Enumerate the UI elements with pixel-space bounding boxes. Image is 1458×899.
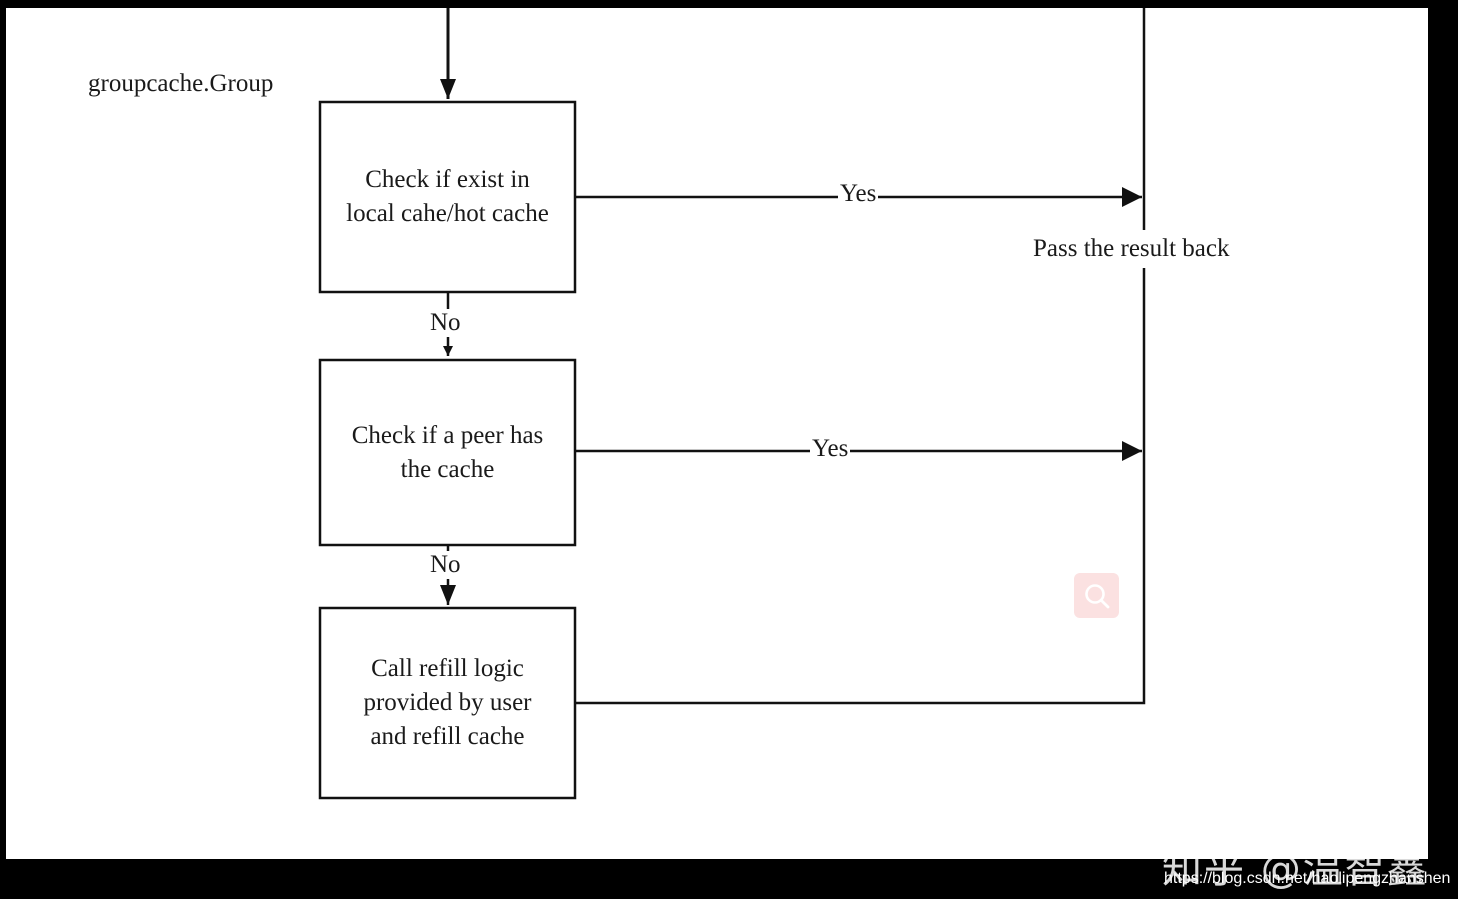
box-check-local-cache bbox=[318, 100, 577, 294]
box-1-line-2: local cahe/hot cache bbox=[346, 200, 549, 227]
edge-label-no-2: No bbox=[428, 551, 463, 579]
refill-return-line bbox=[575, 268, 1146, 705]
box-3-line-2: provided by user bbox=[363, 689, 532, 716]
watermark-chinese: 知乎 @温智鑫 bbox=[1162, 846, 1429, 892]
search-button[interactable] bbox=[1074, 573, 1119, 618]
edge-label-no-1: No bbox=[428, 309, 463, 337]
search-icon bbox=[1084, 583, 1109, 608]
result-label: Pass the result back bbox=[1031, 235, 1232, 263]
box-2-line-2: the cache bbox=[400, 455, 495, 483]
watermark-url: https://blog.csdn.net/haolipengzhanshen bbox=[1164, 870, 1451, 887]
box-3-line-3: and refill cache bbox=[370, 723, 525, 750]
box-check-local-cache-text: Check if exist in local cahe/hot cache bbox=[322, 104, 573, 290]
box-call-refill-text: Call refill logic provided by user and r… bbox=[322, 610, 573, 796]
group-label: groupcache.Group bbox=[88, 70, 274, 97]
box-1-line-1: Check if exist in bbox=[365, 166, 530, 193]
edge-label-yes-2: Yes bbox=[810, 435, 851, 463]
box-2-line-1: Check if a peer has bbox=[351, 421, 544, 449]
box-3-line-1: Call refill logic bbox=[371, 655, 524, 682]
diagram-canvas bbox=[6, 8, 1428, 859]
edge-label-yes-1: Yes bbox=[838, 180, 879, 208]
box-call-refill bbox=[318, 606, 577, 800]
box-check-peer-cache-text: Check if a peer has the cache bbox=[322, 362, 573, 543]
